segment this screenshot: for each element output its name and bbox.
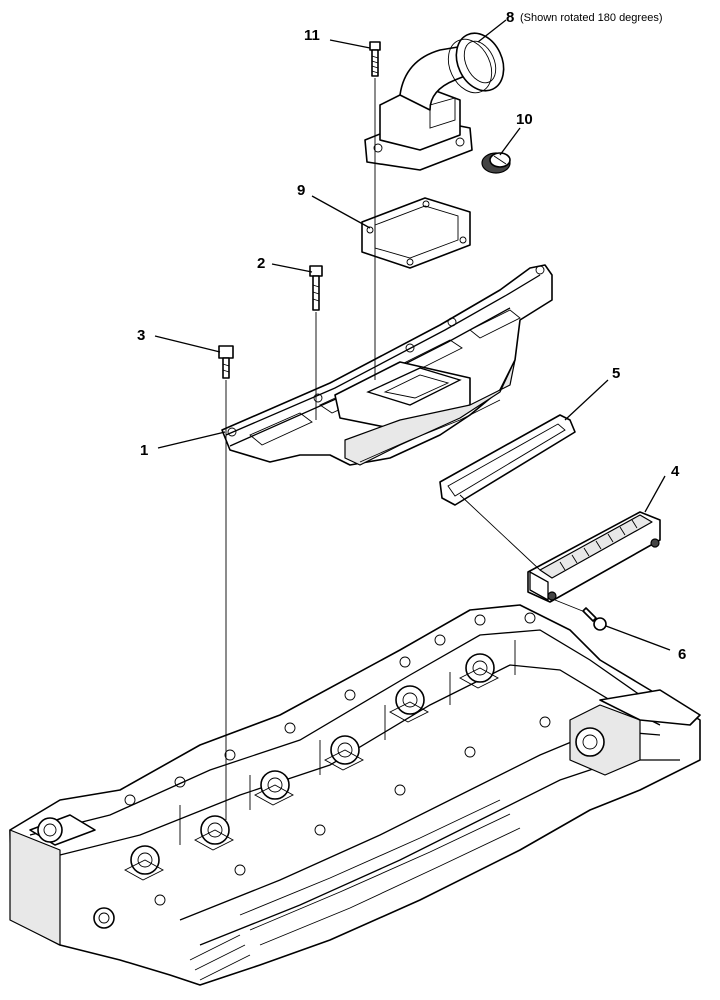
screw-6 [582, 607, 607, 631]
inlet-elbow [364, 32, 505, 171]
bolt-3 [218, 345, 234, 379]
elbow-gasket [361, 197, 471, 269]
bolt-2 [309, 265, 323, 311]
threaded-plug [481, 152, 511, 174]
callout-8: 8 [506, 9, 514, 26]
leader-lines [154, 19, 671, 651]
callout-8-note: (Shown rotated 180 degrees) [520, 12, 662, 24]
callout-9: 9 [297, 182, 305, 199]
callout-1: 1 [140, 442, 148, 459]
callout-11: 11 [304, 27, 320, 44]
callout-labels: 11 8 (Shown rotated 180 degrees) 10 9 2 … [137, 9, 686, 663]
cylinder-head [9, 604, 701, 986]
callout-4: 4 [671, 463, 680, 480]
callout-2: 2 [257, 255, 265, 272]
bolt-11 [369, 41, 381, 77]
callout-10: 10 [516, 111, 533, 128]
intake-manifold [221, 264, 553, 466]
callout-5: 5 [612, 365, 620, 382]
heater-gasket [439, 414, 576, 506]
callout-3: 3 [137, 327, 145, 344]
assembly-lines [225, 78, 586, 820]
callout-6: 6 [678, 646, 686, 663]
grid-heater [527, 511, 661, 603]
